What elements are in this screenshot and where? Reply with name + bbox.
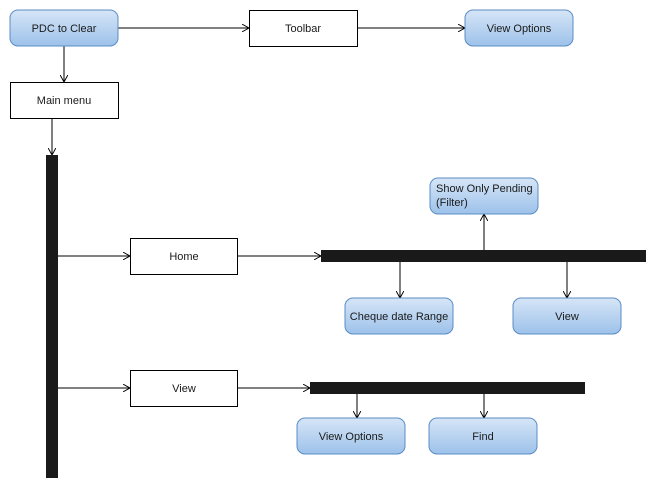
node-view-home-label: View [555, 311, 579, 323]
node-view-options-bottom-label: View Options [319, 431, 384, 443]
node-view-home: View [512, 297, 622, 335]
node-pdc-to-clear: PDC to Clear [9, 9, 119, 47]
node-view-menu: View [130, 370, 238, 407]
node-show-only-pending-line1: Show Only Pending [436, 183, 533, 195]
home-fork-bar [321, 250, 646, 262]
node-view-options-top: View Options [464, 9, 574, 47]
node-view-options-bottom: View Options [296, 417, 406, 455]
node-find-label: Find [472, 431, 493, 443]
node-show-only-pending: Show Only Pending (Filter) [429, 177, 539, 215]
main-menu-fork-bar [46, 155, 58, 478]
node-main-menu-label: Main menu [37, 95, 91, 107]
node-view-menu-label: View [172, 383, 196, 395]
node-main-menu: Main menu [10, 82, 119, 119]
node-home: Home [130, 238, 238, 275]
node-pdc-to-clear-label: PDC to Clear [32, 23, 97, 35]
node-cheque-date-range-label: Cheque date Range [350, 311, 448, 323]
node-find: Find [428, 417, 538, 455]
node-home-label: Home [169, 251, 198, 263]
node-view-options-top-label: View Options [487, 23, 552, 35]
node-cheque-date-range: Cheque date Range [344, 297, 454, 335]
node-toolbar-label: Toolbar [285, 23, 321, 35]
node-show-only-pending-line2: (Filter) [436, 197, 468, 209]
node-toolbar: Toolbar [249, 10, 358, 47]
view-fork-bar [310, 382, 585, 394]
